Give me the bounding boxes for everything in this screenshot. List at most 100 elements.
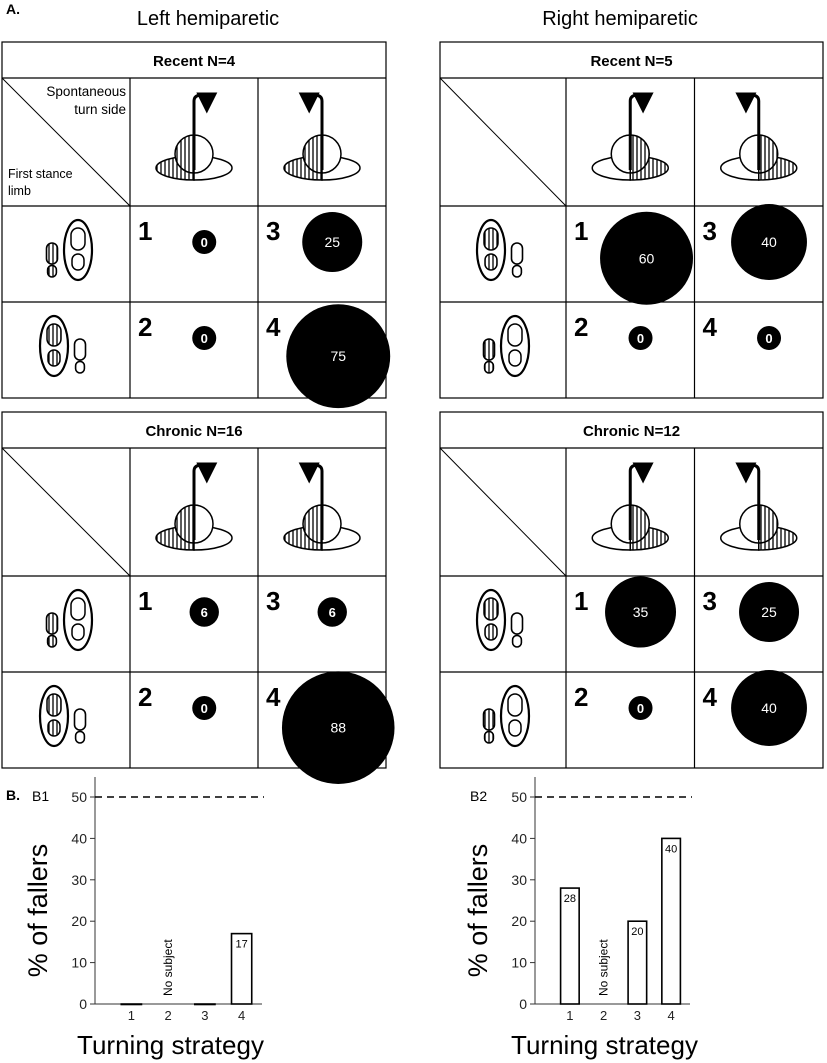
bar-data-label: 20 <box>631 926 643 938</box>
y-axis-title: % of fallers <box>23 844 53 978</box>
table-title: Chronic N=16 <box>145 423 242 440</box>
foot-heel <box>483 360 495 374</box>
y-tick-label: 50 <box>71 789 87 805</box>
diagonal-rule <box>1 77 131 207</box>
foot-heel <box>46 264 58 278</box>
body-right-half <box>193 504 214 544</box>
stance-foot-heel <box>508 719 522 737</box>
no-subject-label: No subject <box>161 939 175 996</box>
panel-b-label: B. <box>6 787 20 803</box>
diag-top-label: turn side <box>74 102 126 117</box>
stance-foot-heel <box>71 623 85 641</box>
turn-side-icon <box>283 462 361 551</box>
strategy-number: 4 <box>266 682 281 712</box>
proportion-label: 25 <box>761 604 777 620</box>
strategy-number: 4 <box>703 312 718 342</box>
body-left-half <box>610 504 631 544</box>
y-tick-label: 10 <box>71 955 87 971</box>
big-foot-icon <box>62 218 94 282</box>
foot-heel <box>74 360 86 374</box>
turn-side-icon <box>720 92 798 181</box>
body-right-half <box>193 134 214 174</box>
big-foot-icon <box>38 314 70 378</box>
strategy-number: 1 <box>138 216 152 246</box>
stance-limb-icon <box>45 588 94 652</box>
table-border <box>439 41 824 399</box>
diagonal-rule <box>1 447 131 577</box>
proportion-circle <box>739 582 800 642</box>
proportion-label: 40 <box>761 234 777 250</box>
panel-a-label: A. <box>6 1 20 17</box>
y-axis-title: % of fallers <box>463 844 493 978</box>
strategy-number: 4 <box>703 682 718 712</box>
stance-foot-heel <box>484 623 498 641</box>
strategy-number: 2 <box>574 682 588 712</box>
proportion-circle <box>731 670 807 746</box>
x-tick-label: 2 <box>600 1008 607 1023</box>
turn-side-icon <box>155 462 233 551</box>
foot-sole <box>510 242 524 265</box>
body-right-half <box>758 504 779 544</box>
foot-sole <box>45 242 59 265</box>
turn-side-icon <box>283 92 361 181</box>
y-tick-label: 40 <box>71 830 87 846</box>
proportion-label: 75 <box>330 348 346 364</box>
proportion-circle <box>731 204 807 280</box>
y-tick-label: 0 <box>519 996 527 1012</box>
foot-sole <box>73 338 87 361</box>
table-title: Recent N=5 <box>590 53 672 70</box>
x-tick-label: 1 <box>566 1008 573 1023</box>
small-foot-icon <box>73 708 87 744</box>
proportion-label: 0 <box>637 701 644 716</box>
proportion-circle <box>192 696 217 720</box>
proportion-circle <box>286 304 391 409</box>
strategy-number: 1 <box>138 586 152 616</box>
bar <box>661 837 682 1005</box>
foot-heel <box>511 264 523 278</box>
table-border <box>1 41 387 399</box>
strategy-number: 2 <box>574 312 588 342</box>
stance-limb-icon <box>45 218 94 282</box>
diag-bottom-label: First stance <box>8 167 73 181</box>
turn-side-icon <box>155 92 233 181</box>
proportion-label: 25 <box>324 234 340 250</box>
table-border <box>439 411 824 769</box>
foot-sole <box>73 708 87 731</box>
stance-limb-icon <box>475 218 524 282</box>
table-title: Recent N=4 <box>153 53 236 70</box>
proportion-circle <box>605 576 677 648</box>
y-tick-label: 40 <box>511 830 527 846</box>
proportion-label: 60 <box>639 250 655 266</box>
x-tick-label: 4 <box>668 1008 675 1023</box>
strategy-number: 2 <box>138 312 152 342</box>
strategy-number: 4 <box>266 312 281 342</box>
turn-side-icon <box>591 92 669 181</box>
proportion-circle <box>628 696 653 720</box>
y-tick-label: 50 <box>511 789 527 805</box>
diag-top-label: Spontaneous <box>46 84 126 99</box>
big-foot-icon <box>475 588 507 652</box>
foot-heel <box>511 634 523 648</box>
proportion-circle <box>192 230 217 254</box>
diag-bottom-label: limb <box>8 184 31 198</box>
stance-foot-heel <box>71 253 85 271</box>
proportion-circle <box>189 597 219 627</box>
body-left-half <box>610 134 631 174</box>
foot-heel <box>74 730 86 744</box>
proportion-circle <box>192 326 217 350</box>
diagonal-rule <box>439 77 567 207</box>
x-tick-label: 1 <box>128 1008 135 1023</box>
y-tick-label: 30 <box>511 872 527 888</box>
x-tick-label: 3 <box>634 1008 641 1023</box>
bar <box>193 1003 216 1006</box>
proportion-circle <box>281 671 395 784</box>
big-foot-icon <box>499 684 531 748</box>
stance-foot-heel <box>508 349 522 367</box>
stance-foot-sole <box>483 227 499 251</box>
strategy-number: 1 <box>574 216 588 246</box>
big-foot-icon <box>62 588 94 652</box>
